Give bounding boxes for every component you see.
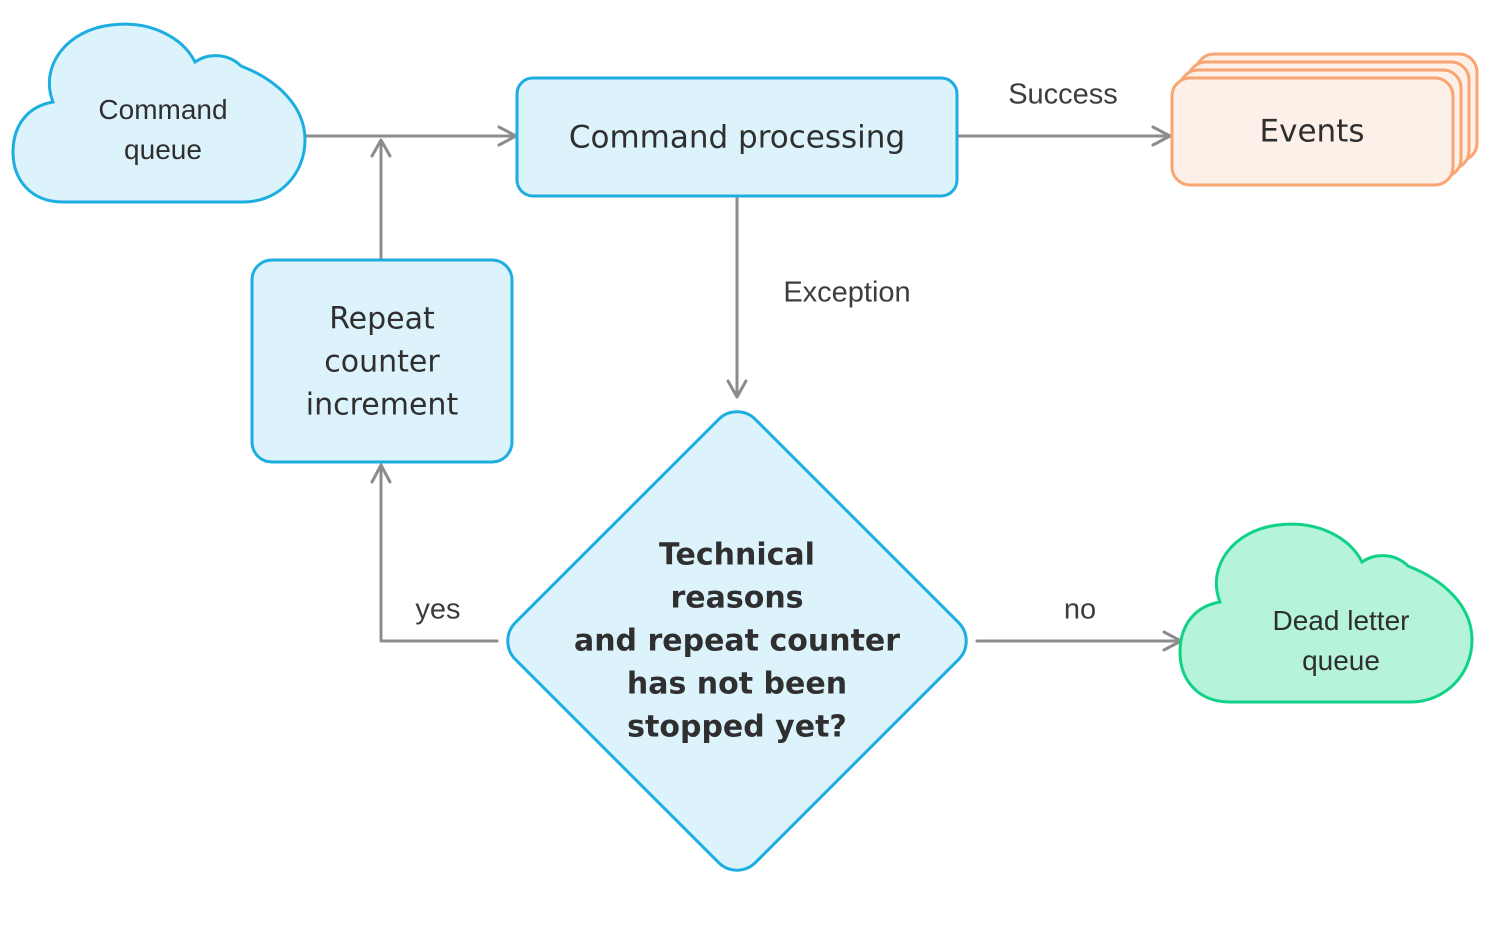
no-edge-label: no (1063, 593, 1097, 626)
exception-edge-label: Exception (783, 276, 911, 309)
arrowhead-into-decision (726, 379, 748, 399)
arrowhead-into-events (1151, 125, 1172, 147)
command-queue-node (11, 22, 307, 204)
arrowhead-into-flow-line (370, 138, 392, 158)
dead-letter-queue-label: Dead letter queue (1272, 605, 1410, 676)
dead-letter-cloud-shape (1178, 522, 1474, 704)
yes-edge-label: yes (415, 593, 461, 626)
events-node (1170, 52, 1479, 187)
repeat-counter-label: Repeat counter increment (305, 301, 459, 423)
command-queue-label: Command queue (98, 94, 228, 165)
success-edge-label: Success (1008, 78, 1118, 111)
events-label: Events (1259, 113, 1365, 150)
command-processing-box (515, 76, 959, 198)
dead-letter-queue-node (1178, 522, 1474, 704)
edge-yes (379, 466, 499, 643)
decision-diamond (506, 410, 968, 872)
arrowhead-into-repeat-counter (370, 463, 392, 484)
events-card-front (1170, 76, 1455, 187)
repeat-counter-box (250, 258, 514, 464)
command-queue-cloud-shape (11, 22, 307, 204)
decision-label: Technical reasons and repeat counter has… (573, 537, 901, 745)
edges (303, 125, 1183, 652)
command-processing-label: Command processing (568, 119, 906, 156)
